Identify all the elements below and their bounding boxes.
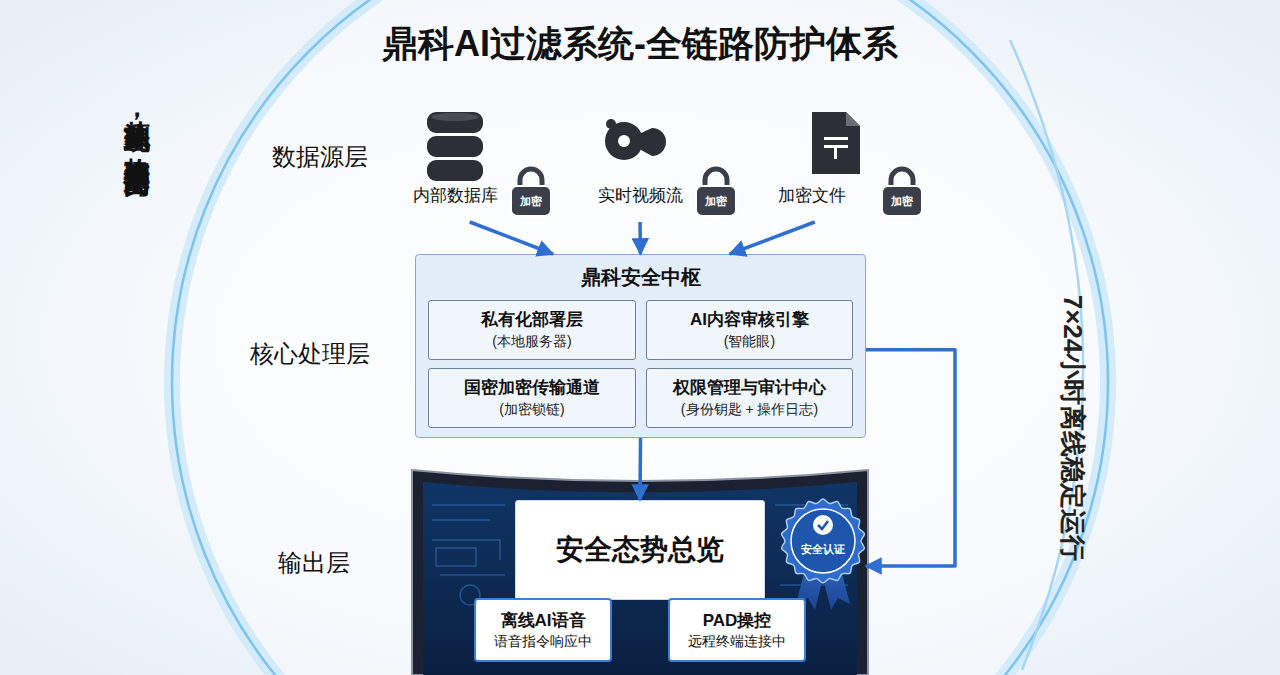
source-label: 内部数据库 [400,184,510,207]
file-line [824,137,848,140]
terminal-name: 离线AI语音 [501,610,586,632]
terminal-status: 远程终端连接中 [688,632,786,651]
file-fold [846,112,860,126]
module-box: 国密加密传输通道(加密锁链) [428,368,636,428]
check-mark [818,521,828,529]
layer-label: 输出层 [278,547,350,579]
seal-edge [782,499,865,583]
source-label: 实时视频流 [585,184,695,207]
padlock-icon [696,169,736,216]
layer-label: 数据源层 [272,141,368,173]
seal-badge [780,498,866,584]
layer-label: 核心处理层 [250,338,370,370]
seal-text: 安全认证 [780,542,866,556]
video-reel-hole [618,135,630,147]
terminal-name: PAD操控 [703,610,772,632]
data-source: 内部数据库加密 [398,108,554,222]
padlock-body [882,186,922,216]
video-lens [641,128,666,156]
hub-title: 鼎科安全中枢 [416,265,865,289]
file-body [812,112,860,174]
module-name: AI内容审核引擎 [690,309,809,331]
flow-arrow [470,222,553,254]
flow-arrow [638,438,642,500]
terminal-box: PAD操控远程终端连接中 [668,598,806,662]
flow-arrow [638,222,642,254]
data-source: 加密文件 加密 [757,108,927,222]
module-box: 权限管理与审计中心(身份钥匙 + 操作日志) [646,368,853,428]
seal-core [791,509,855,573]
ring-line [172,0,1108,675]
module-note: (加密锁链) [499,399,564,419]
data-source: 实时视频流加密 [585,108,740,222]
source-label: 加密文件 [757,184,867,207]
panel-title: 安全态势总览 [556,531,724,569]
database-disk [427,112,483,133]
padlock-icon [882,169,922,216]
diagram-title: 鼎科AI过滤系统-全链路防护体系 [0,20,1280,69]
module-box: AI内容审核引擎(智能眼) [646,300,853,360]
screen-lines [432,505,505,575]
module-box: 私有化部署层(本地服务器) [428,300,636,360]
file-icon [812,112,860,174]
monitor-panel [423,482,857,675]
module-name: 私有化部署层 [481,309,583,331]
video-knob [606,119,616,129]
database-icon [427,112,483,181]
overview-panel: 安全态势总览 [515,500,765,600]
terminal-status: 语音指令响应中 [494,632,592,651]
module-name: 国密加密传输通道 [464,377,600,399]
padlock-body [696,186,736,216]
module-note: (智能眼) [724,331,775,351]
certification-seal: 安全认证 [780,498,866,584]
flow-arrow [866,350,955,566]
check-circle [813,515,833,535]
slogan-vertical: 从源头到呈现，构建滴水不漏的安全闭环 [120,100,154,153]
monitor-frame [412,470,868,675]
screen-panel [436,548,476,566]
security-hub: 鼎科安全中枢私有化部署层(本地服务器)AI内容审核引擎(智能眼)国密加密传输通道… [415,254,866,438]
terminal-box: 离线AI语音语音指令响应中 [474,598,612,662]
flow-arrow [730,222,815,254]
module-note: (身份钥匙 + 操作日志) [681,399,818,419]
file-line [834,145,837,159]
monitor-screen [412,470,868,675]
padlock-body [511,186,551,216]
lock-tag: 加密 [514,194,548,208]
status-vertical: 7×24小时离线稳定运行 [1055,295,1090,562]
module-note: (本地服务器) [492,331,571,351]
database-top [431,113,479,121]
database-disk [427,160,483,181]
padlock-icon [511,169,551,216]
module-name: 权限管理与审计中心 [673,377,826,399]
lock-tag: 加密 [885,194,919,208]
lock-tag: 加密 [699,194,733,208]
video-icon [605,119,666,160]
database-disk [427,136,483,157]
ring-glow [172,0,1108,675]
